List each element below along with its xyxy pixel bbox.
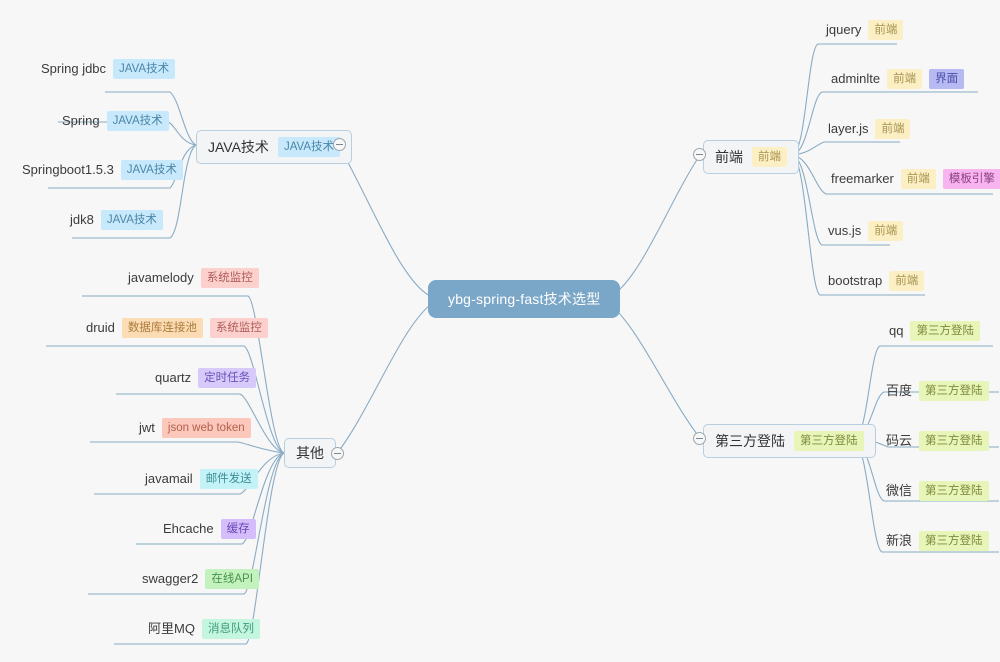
leaf-node-springboot[interactable]: Springboot1.5.3 JAVA技术 [22, 159, 183, 181]
leaf-label: 阿里MQ [148, 621, 195, 636]
branch-label-java: JAVA技术 [208, 139, 269, 155]
toggle-thirdlogin[interactable] [693, 432, 706, 445]
leaf-node-alimq[interactable]: 阿里MQ 消息队列 [148, 618, 260, 640]
tag-cache: 缓存 [220, 519, 256, 539]
leaf-label: javamail [145, 471, 193, 486]
tag-mail-send: 邮件发送 [199, 469, 258, 489]
tag-java-technology: JAVA技术 [120, 160, 183, 180]
leaf-node-ehcache[interactable]: Ehcache 缓存 [163, 518, 256, 540]
tag-frontend: 前端 [868, 221, 904, 241]
branch-label-frontend: 前端 [715, 149, 743, 165]
leaf-node-druid[interactable]: druid 数据库连接池 系统监控 [86, 317, 268, 339]
tag-frontend: 前端 [868, 20, 904, 40]
tag-frontend: 前端 [887, 69, 923, 89]
toggle-other[interactable] [331, 447, 344, 460]
leaf-node-bootstrap[interactable]: bootstrap 前端 [828, 270, 925, 292]
tag-connection-pool: 数据库连接池 [121, 318, 203, 338]
leaf-label: Springboot1.5.3 [22, 162, 114, 177]
leaf-label: druid [86, 320, 115, 335]
tag-scheduled-task: 定时任务 [198, 368, 257, 388]
tag-third-party-login: 第三方登陆 [919, 531, 989, 551]
leaf-node-freemarker[interactable]: freemarker 前端 模板引擎 [831, 168, 1000, 190]
branch-label-other: 其他 [296, 445, 324, 461]
leaf-node-mayun[interactable]: 码云 第三方登陆 [886, 430, 989, 452]
leaf-node-spring[interactable]: Spring JAVA技术 [62, 110, 169, 132]
tag-message-queue: 消息队列 [201, 619, 260, 639]
tag-java-technology: JAVA技术 [106, 111, 169, 131]
root-node[interactable]: ybg-spring-fast技术选型 [428, 280, 621, 318]
leaf-label: jdk8 [70, 212, 94, 227]
leaf-label: 新浪 [886, 533, 913, 548]
leaf-label: swagger2 [142, 571, 199, 586]
leaf-node-javamail[interactable]: javamail 邮件发送 [145, 468, 258, 490]
branch-label-thirdlogin: 第三方登陆 [715, 433, 785, 449]
toggle-frontend[interactable] [693, 148, 706, 161]
leaf-label: bootstrap [828, 273, 883, 288]
leaf-label: 微信 [886, 483, 913, 498]
tag-third-party-login: 第三方登陆 [794, 431, 864, 451]
tag-frontend: 前端 [900, 169, 936, 189]
leaf-node-jwt[interactable]: jwt json web token [139, 417, 251, 439]
leaf-label: vus.js [828, 223, 862, 238]
tag-third-party-login: 第三方登陆 [910, 321, 980, 341]
leaf-label: adminlte [831, 71, 881, 86]
tag-template-engine: 模板引擎 [942, 169, 1000, 189]
tag-java-technology: JAVA技术 [277, 137, 340, 157]
tag-ui: 界面 [929, 69, 965, 89]
branch-node-thirdlogin[interactable]: 第三方登陆 第三方登陆 [703, 424, 876, 458]
branch-node-frontend[interactable]: 前端 前端 [703, 140, 799, 174]
branch-node-other[interactable]: 其他 [284, 438, 336, 468]
tag-json-web-token: json web token [161, 418, 251, 438]
tag-frontend: 前端 [752, 147, 787, 167]
leaf-label: qq [889, 323, 904, 338]
leaf-label: jwt [139, 420, 155, 435]
leaf-node-swagger2[interactable]: swagger2 在线API [142, 568, 259, 590]
tag-frontend: 前端 [889, 271, 925, 291]
leaf-node-jquery[interactable]: jquery 前端 [826, 19, 904, 41]
leaf-label: 百度 [886, 383, 913, 398]
leaf-label: jquery [826, 22, 862, 37]
tag-system-monitor: 系统监控 [209, 318, 268, 338]
root-label: ybg-spring-fast技术选型 [448, 291, 601, 307]
leaf-label: Ehcache [163, 521, 214, 536]
leaf-label: 码云 [886, 433, 913, 448]
leaf-node-javamelody[interactable]: javamelody 系统监控 [128, 267, 259, 289]
leaf-node-vusjs[interactable]: vus.js 前端 [828, 220, 904, 242]
tag-java-technology: JAVA技术 [100, 210, 163, 230]
branch-node-java[interactable]: JAVA技术 JAVA技术 [196, 130, 352, 164]
leaf-node-quartz[interactable]: quartz 定时任务 [155, 367, 257, 389]
tag-frontend: 前端 [875, 119, 911, 139]
leaf-node-layerjs[interactable]: layer.js 前端 [828, 118, 911, 140]
leaf-label: layer.js [828, 121, 869, 136]
leaf-label: quartz [155, 370, 192, 385]
tag-system-monitor: 系统监控 [200, 268, 259, 288]
leaf-node-qq[interactable]: qq 第三方登陆 [889, 320, 980, 342]
leaf-node-spring-jdbc[interactable]: Spring jdbc JAVA技术 [41, 58, 176, 80]
leaf-node-jdk8[interactable]: jdk8 JAVA技术 [70, 209, 163, 231]
leaf-node-baidu[interactable]: 百度 第三方登陆 [886, 380, 989, 402]
leaf-node-adminlte[interactable]: adminlte 前端 界面 [831, 68, 965, 90]
tag-online-api: 在线API [205, 569, 259, 589]
leaf-label: javamelody [128, 270, 194, 285]
tag-third-party-login: 第三方登陆 [919, 381, 989, 401]
leaf-node-wechat[interactable]: 微信 第三方登陆 [886, 480, 989, 502]
tag-java-technology: JAVA技术 [113, 59, 176, 79]
leaf-label: freemarker [831, 171, 894, 186]
leaf-node-sina[interactable]: 新浪 第三方登陆 [886, 530, 989, 552]
tag-third-party-login: 第三方登陆 [919, 481, 989, 501]
tag-third-party-login: 第三方登陆 [919, 431, 989, 451]
toggle-java[interactable] [333, 138, 346, 151]
leaf-label: Spring [62, 113, 100, 128]
leaf-label: Spring jdbc [41, 61, 107, 76]
